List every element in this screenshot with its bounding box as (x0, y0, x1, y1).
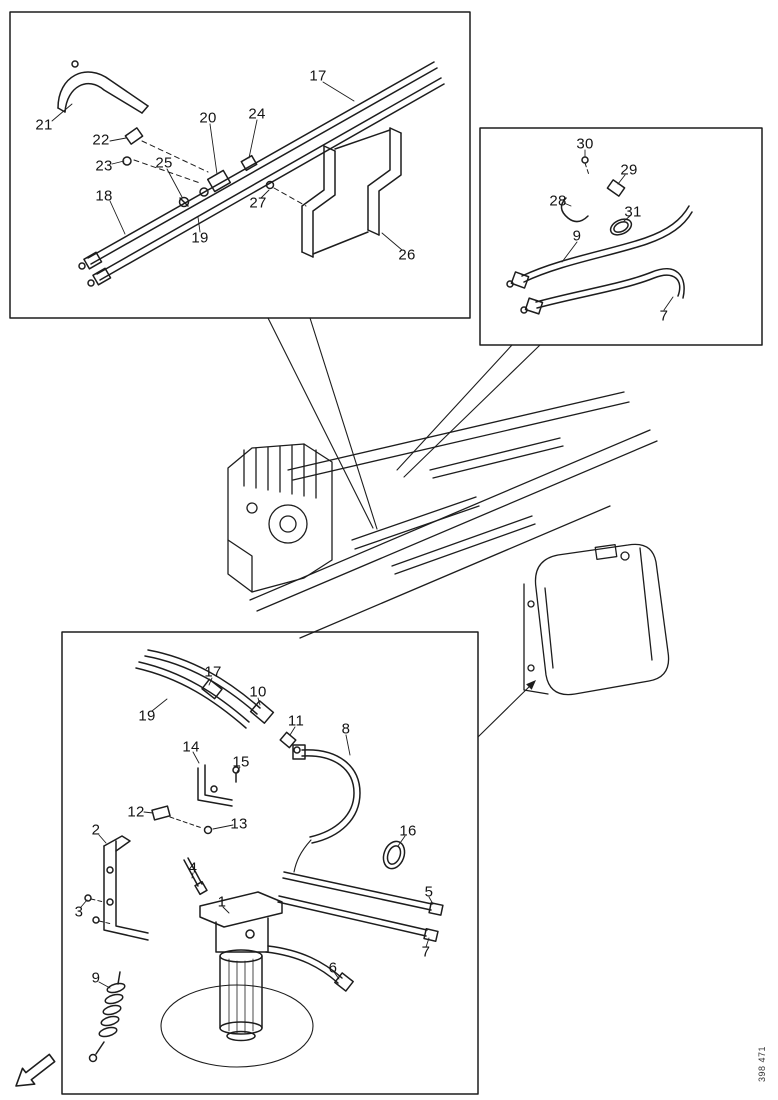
bl-callout-8: 8 (341, 720, 351, 738)
bl-callout-7: 7 (421, 943, 431, 961)
bl-callout-11: 11 (287, 712, 305, 730)
tr-callout-7: 7 (659, 307, 669, 325)
bl-callout-19: 19 (138, 707, 156, 725)
bl-callout-15: 15 (232, 753, 250, 771)
bl-callout-6: 6 (328, 959, 338, 977)
tl-callout-20: 20 (199, 109, 217, 127)
tube-bracket-detail-art (57, 60, 445, 287)
tr-callout-9: 9 (572, 227, 582, 245)
hose-detail-art (506, 156, 693, 315)
tl-callout-23: 23 (95, 157, 113, 175)
leader-lines (51, 81, 674, 989)
bl-callout-12: 12 (127, 803, 145, 821)
top-right-inset-frame (479, 127, 763, 346)
bl-callout-10: 10 (249, 683, 267, 701)
tr-callout-31: 31 (624, 203, 642, 221)
bl-callout-1: 1 (217, 893, 227, 911)
bl-callout-13: 13 (230, 815, 248, 833)
bl-callout-16: 16 (399, 822, 417, 840)
tl-callout-17: 17 (309, 67, 327, 85)
tl-callout-19: 19 (191, 229, 209, 247)
machine-overview-art (227, 317, 670, 738)
bl-callout-14: 14 (182, 738, 200, 756)
pump-assembly-detail-art (84, 649, 444, 1068)
bl-callout-2: 2 (91, 821, 101, 839)
bl-callout-5: 5 (424, 883, 434, 901)
top-left-inset-frame (9, 11, 471, 319)
tl-callout-27: 27 (249, 194, 267, 212)
bl-callout-9: 9 (91, 969, 101, 987)
tl-callout-26: 26 (398, 246, 416, 264)
tr-callout-28: 28 (549, 192, 567, 210)
bl-callout-17: 17 (204, 663, 222, 681)
figure-number: 398 471 (757, 1045, 767, 1083)
tr-callout-30: 30 (576, 135, 594, 153)
tl-callout-24: 24 (248, 105, 266, 123)
bl-callout-3: 3 (74, 903, 84, 921)
orientation-arrow-icon (15, 1053, 56, 1087)
tl-callout-25: 25 (155, 154, 173, 172)
tl-callout-22: 22 (92, 131, 110, 149)
tl-callout-21: 21 (35, 116, 53, 134)
tl-callout-18: 18 (95, 187, 113, 205)
tr-callout-29: 29 (620, 161, 638, 179)
bl-callout-4: 4 (188, 859, 198, 877)
bottom-left-inset-frame (61, 631, 479, 1095)
